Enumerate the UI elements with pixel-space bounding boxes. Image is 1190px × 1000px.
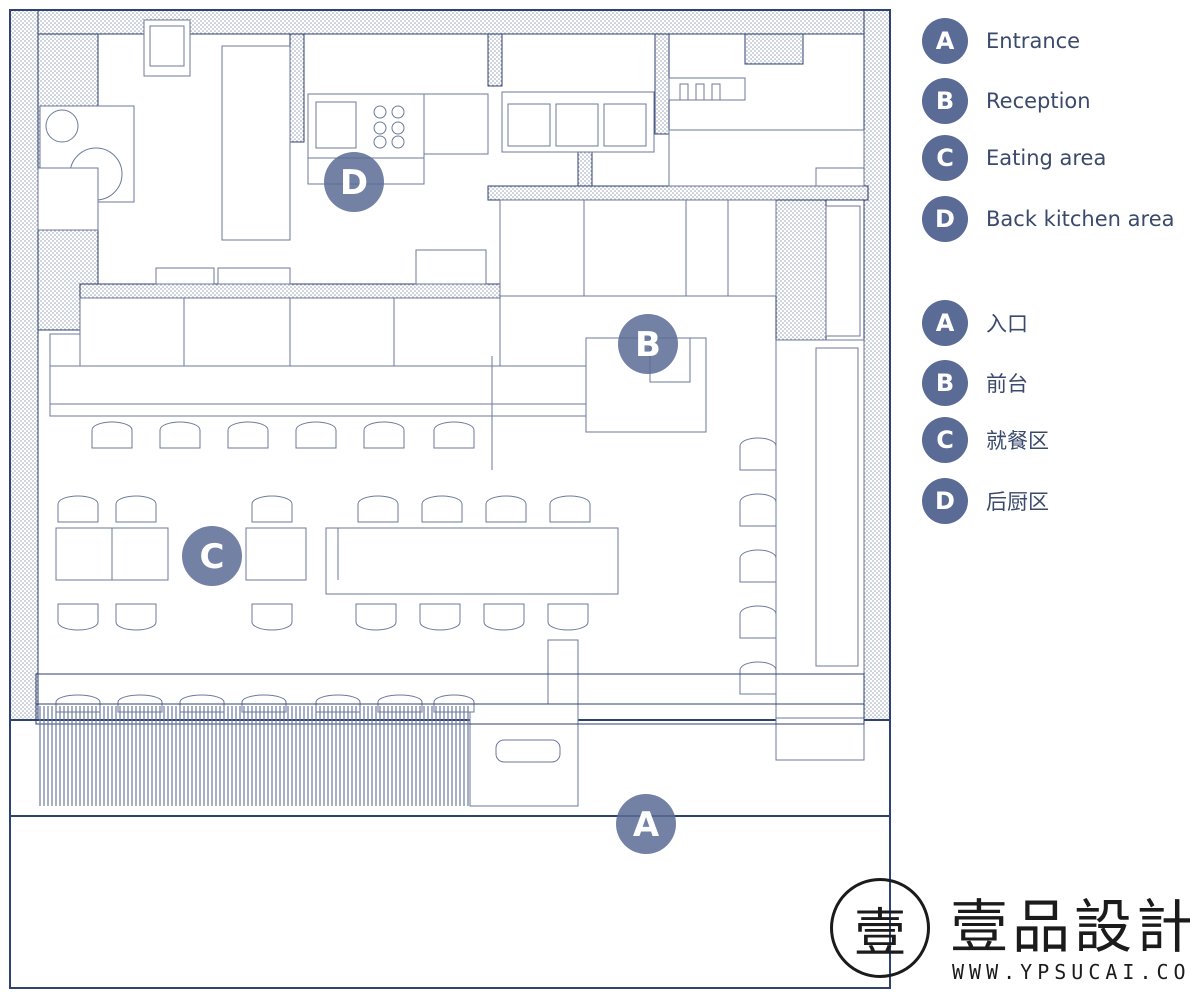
legend-badge: C — [922, 135, 968, 181]
legend-label: 入口 — [986, 312, 1028, 336]
zone-marker-d-letter: D — [340, 163, 368, 203]
legend-item-eating-area: C Eating area — [922, 135, 1106, 181]
legend-item-entrance: A Entrance — [922, 18, 1080, 64]
legend-item-reception-zh: B 前台 — [922, 360, 1028, 406]
legend-item-back-kitchen-zh: D 后厨区 — [922, 478, 1049, 524]
zone-marker-b-letter: B — [635, 325, 661, 365]
legend-badge: A — [922, 300, 968, 346]
legend-item-reception: B Reception — [922, 78, 1091, 124]
legend-badge: B — [922, 360, 968, 406]
legend-item-entrance-zh: A 入口 — [922, 300, 1028, 346]
legend-badge: B — [922, 78, 968, 124]
slat-screen — [39, 706, 469, 806]
zone-marker-b: B — [618, 314, 678, 374]
legend-label: 后厨区 — [986, 490, 1049, 514]
legend-label: Back kitchen area — [986, 207, 1175, 231]
legend-badge: A — [922, 18, 968, 64]
legend-label: 就餐区 — [986, 429, 1049, 453]
legend-badge: D — [922, 196, 968, 242]
brand-logo: 壹 壹品設計 WWW.YPSUCAI.COM — [830, 878, 1190, 990]
front-terrace — [35, 673, 865, 725]
zone-marker-c-letter: C — [200, 537, 225, 577]
zone-marker-a: A — [616, 794, 676, 854]
zone-marker-a-letter: A — [633, 805, 660, 845]
building-outline — [9, 9, 891, 989]
legend-item-back-kitchen: D Back kitchen area — [922, 196, 1174, 242]
legend-label: Entrance — [986, 29, 1081, 53]
legend-item-eating-area-zh: C 就餐区 — [922, 417, 1049, 463]
legend-label: Eating area — [986, 146, 1107, 170]
zone-markers: D B C A — [182, 152, 678, 854]
zone-marker-c: C — [182, 526, 242, 586]
logo-mark: 壹 — [830, 878, 930, 978]
legend-badge: C — [922, 417, 968, 463]
logo-url: WWW.YPSUCAI.COM — [952, 960, 1190, 984]
dining-furniture — [55, 339, 865, 807]
legend-label: 前台 — [986, 372, 1028, 396]
legend-label: Reception — [986, 89, 1091, 113]
logo-name: 壹品設計 — [950, 893, 1190, 961]
legend-badge: D — [922, 478, 968, 524]
chairs — [55, 421, 777, 713]
zone-marker-d: D — [324, 152, 384, 212]
